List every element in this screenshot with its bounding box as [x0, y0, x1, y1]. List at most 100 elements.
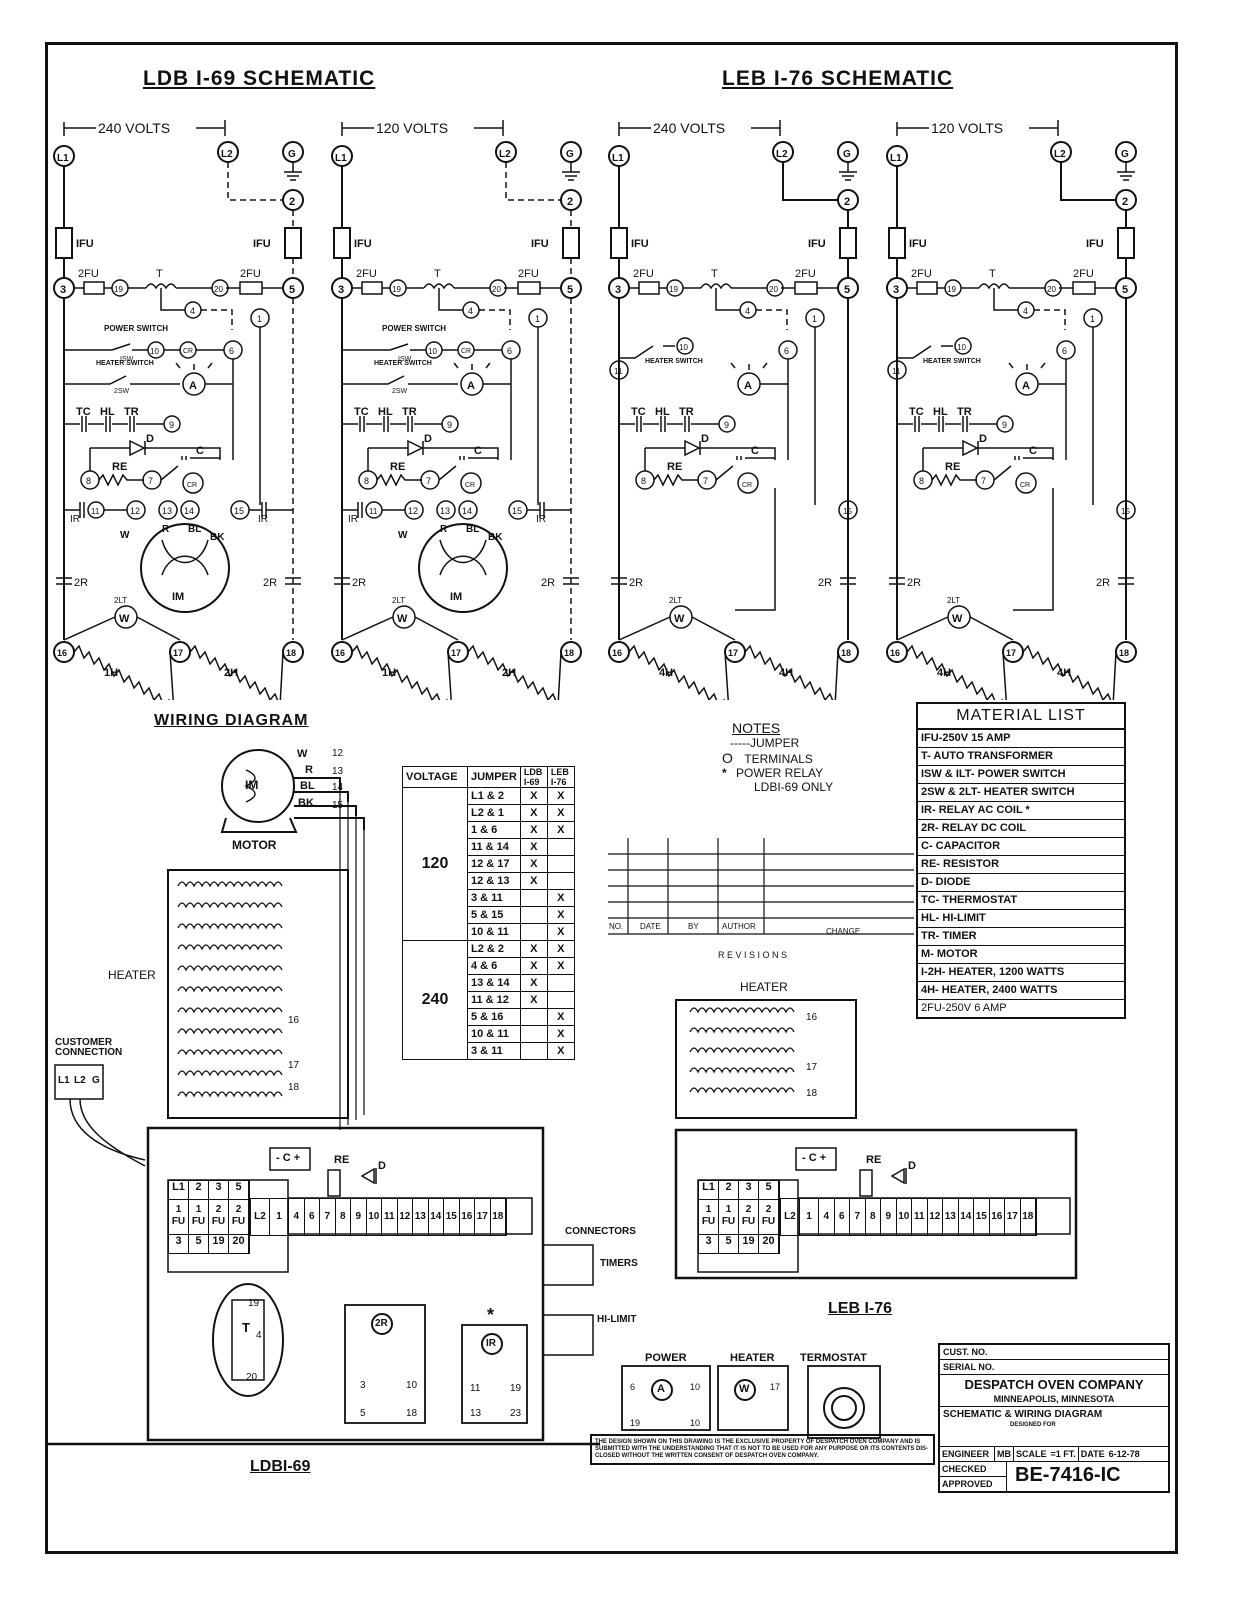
- material-item: 2SW & 2LT- HEATER SWITCH: [918, 784, 1124, 802]
- jumper-mark: [519, 1042, 548, 1060]
- material-item: TR- TIMER: [918, 928, 1124, 946]
- svg-text:10: 10: [428, 347, 437, 356]
- ldb-capacitor-label: - C +: [276, 1152, 301, 1164]
- svg-text:3: 3: [893, 284, 899, 296]
- schematic-ifu-left: IFU: [354, 238, 372, 250]
- ldb-heater-term-16: 16: [288, 1015, 300, 1026]
- svg-text:2R: 2R: [907, 577, 921, 589]
- svg-text:2R: 2R: [629, 577, 643, 589]
- schematic-g: G: [566, 149, 574, 160]
- strip-terminal-16: 16: [460, 1199, 475, 1235]
- schematic-heater-switch: HEATER SWITCH: [374, 360, 432, 367]
- jumper-mark: X: [546, 821, 575, 839]
- relay-ir-term-13: 13: [470, 1408, 482, 1419]
- svg-text:TR: TR: [679, 406, 694, 418]
- leb-heater-term-16: 16: [806, 1012, 818, 1023]
- revisions-block: [608, 838, 914, 935]
- cust-term-g: G: [92, 1075, 100, 1086]
- schematic-t: T: [711, 268, 718, 280]
- strip-terminal-10: 10: [897, 1199, 912, 1235]
- svg-text:2LT: 2LT: [392, 596, 405, 605]
- strip-fuse-top-2: 3: [739, 1181, 759, 1199]
- svg-text:2R: 2R: [541, 577, 555, 589]
- ldb-resistor-label: RE: [334, 1154, 350, 1166]
- svg-text:TC: TC: [354, 406, 369, 418]
- strip-terminal-13: 13: [413, 1199, 429, 1235]
- strip-fuse-top-3: 5: [759, 1181, 779, 1199]
- svg-text:8: 8: [641, 476, 646, 486]
- relay-ir-star: *: [487, 1305, 495, 1325]
- strip-fuse-top-0: L1: [699, 1181, 719, 1199]
- svg-text:9: 9: [724, 420, 729, 430]
- relay-2r-term-18: 18: [406, 1408, 418, 1419]
- title-block: CUST. NO. SERIAL NO. DESPATCH OVEN COMPA…: [938, 1343, 1170, 1493]
- leb-resistor-label: RE: [866, 1154, 882, 1166]
- tb-date: DATE: [1080, 1449, 1105, 1459]
- svg-text:6: 6: [229, 346, 234, 356]
- jumper-mark: X: [546, 923, 575, 941]
- xfmr-term-20: 20: [246, 1372, 258, 1383]
- note-terminal-symbol: O: [722, 750, 733, 766]
- svg-text:11: 11: [892, 367, 901, 376]
- tb-scale-val: =1 FT.: [1049, 1447, 1079, 1461]
- xfmr-term-4: 4: [256, 1330, 262, 1341]
- strip-terminal-L2: L2: [781, 1199, 800, 1235]
- notes-block: NOTES -----JUMPER O TERMINALS * POWER RE…: [722, 720, 833, 794]
- jumper-mark: X: [546, 1025, 575, 1043]
- svg-text:9: 9: [447, 420, 452, 430]
- jumper-pair: L2 & 1: [467, 804, 521, 822]
- motor-symbol: [221, 749, 295, 823]
- tb-approved: APPROVED: [942, 1479, 993, 1489]
- leb-enclosure: [674, 1128, 1078, 1280]
- power-switch-term-19: 19: [630, 1418, 641, 1428]
- schematic-t: T: [989, 268, 996, 280]
- schematic-2fu-left: 2FU: [633, 268, 654, 280]
- schematic-lamp-w: W: [119, 613, 130, 625]
- material-item: D- DIODE: [918, 874, 1124, 892]
- strip-terminal-9: 9: [351, 1199, 367, 1235]
- svg-text:CR: CR: [742, 482, 752, 489]
- jumper-table-header-leb: LEB I-76: [546, 766, 575, 788]
- schematic-lamp-a: A: [189, 380, 197, 392]
- svg-text:16: 16: [612, 648, 622, 658]
- motor-wire-r: R: [305, 764, 313, 776]
- schematic-lamp-a: A: [744, 380, 752, 392]
- jumper-mark: [519, 1025, 548, 1043]
- strip-terminal-7: 7: [850, 1199, 866, 1235]
- relay-ir-label: IR: [486, 1338, 496, 1349]
- material-item: HL- HI-LIMIT: [918, 910, 1124, 928]
- heater-switch-term-17: 17: [770, 1382, 781, 1392]
- termostat-label: TERMOSTAT: [800, 1352, 867, 1364]
- svg-text:HL: HL: [378, 406, 393, 418]
- svg-text:2LT: 2LT: [947, 596, 960, 605]
- svg-text:CR: CR: [461, 348, 471, 355]
- relay-2r-box: [344, 1304, 426, 1424]
- tb-drawing-number: BE-7416-IC: [1015, 1464, 1121, 1486]
- schematic-t: T: [156, 268, 163, 280]
- jumper-mark: X: [546, 787, 575, 805]
- svg-text:2LT: 2LT: [669, 596, 682, 605]
- strip-terminal-1: 1: [800, 1199, 819, 1235]
- jumper-mark: X: [519, 872, 548, 890]
- svg-text:C: C: [196, 445, 204, 457]
- svg-text:6: 6: [784, 346, 789, 356]
- schematic-heater-left: 1H: [104, 667, 118, 679]
- jumper-mark: X: [546, 804, 575, 822]
- note-power-relay: POWER RELAY: [736, 766, 824, 780]
- leb-diode-label: D: [908, 1160, 916, 1172]
- jumper-pair: 1 & 6: [467, 821, 521, 839]
- schematic-2fu-left: 2FU: [911, 268, 932, 280]
- schematic-motor-im: IM: [172, 591, 184, 603]
- svg-text:7: 7: [148, 476, 153, 486]
- strip-terminal-13: 13: [943, 1199, 959, 1235]
- svg-text:2SW: 2SW: [114, 388, 130, 395]
